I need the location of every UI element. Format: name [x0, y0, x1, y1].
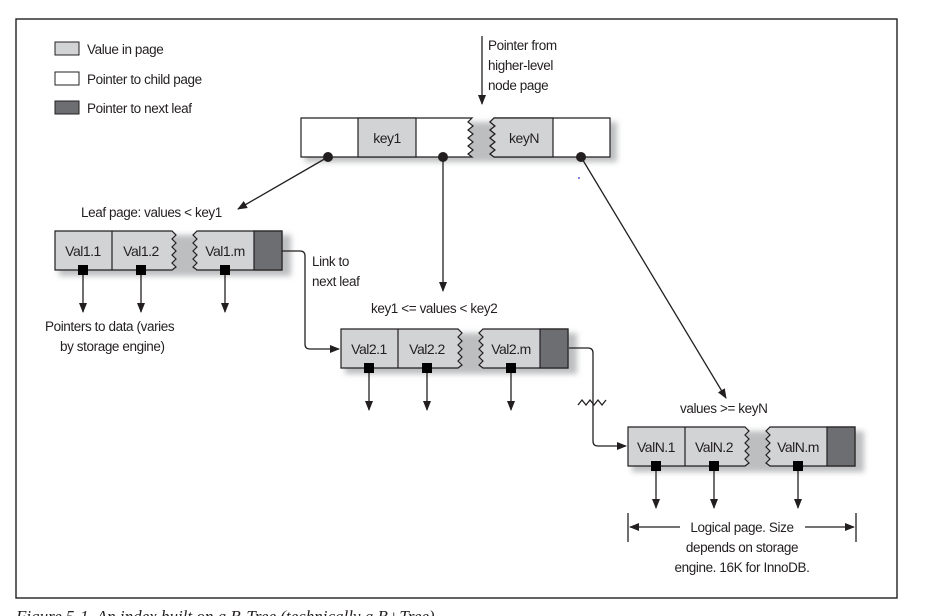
leaf-value-label: ValN.1: [637, 439, 676, 455]
root-keyN-cell: [489, 117, 554, 158]
leaf-left-segment: [627, 426, 750, 467]
pointers-note-line1: Pointers to data (varies: [45, 319, 175, 334]
value-swatch-icon: [54, 41, 80, 56]
child-pointer-arrow-1: [237, 156, 329, 210]
incoming-label-line3: node page: [488, 78, 548, 93]
leaf-value-label: Val1.1: [65, 243, 101, 259]
legend-label: Pointer to child page: [87, 72, 202, 87]
legend-item-pointer-next: Pointer to next leaf: [54, 100, 193, 116]
leaf2-label: key1 <= values < key2: [371, 301, 497, 316]
data-pointer-square-icon: [651, 461, 661, 471]
leaf-value-label: Val1.m: [205, 243, 245, 259]
legend-label: Pointer to next leaf: [87, 101, 192, 116]
data-pointer-square-icon: [364, 363, 374, 373]
next-leaf-pointer-cell: [826, 426, 856, 467]
leaf-left-segment: [340, 328, 463, 369]
leaf2-page: Val2.1 Val2.2 Val2.m: [340, 328, 577, 411]
stray-dot: [578, 177, 580, 179]
legend-item-pointer-child: Pointer to child page: [54, 71, 202, 87]
next-leaf-link-1: [282, 250, 340, 353]
incoming-label-line1: Pointer from: [488, 38, 557, 53]
logical-page-line3: engine. 16K for InnoDB.: [675, 560, 810, 575]
data-pointer-square-icon: [78, 265, 88, 275]
leaf-left-segment: [54, 230, 177, 271]
leafN-label: values >= keyN: [680, 401, 767, 416]
legend-label: Value in page: [87, 42, 163, 57]
figure-frame: [15, 18, 898, 599]
data-pointer-square-icon: [506, 363, 516, 373]
leaf-value-label: Val2.2: [409, 341, 445, 357]
leaf-value-label: ValN.2: [695, 439, 734, 455]
data-pointer-square-icon: [709, 461, 719, 471]
leaf1-page: Val1.1 Val1.2 Val1.m: [54, 230, 291, 313]
link-label-line1: Link to: [312, 254, 349, 269]
logical-page-dimension: Logical page. Size depends on storage en…: [627, 513, 857, 575]
data-pointer-square-icon: [422, 363, 432, 373]
legend-item-value: Value in page: [54, 41, 164, 57]
root-node: key1 keyN: [300, 117, 617, 162]
leaf-value-label: Val2.1: [351, 341, 387, 357]
pointers-note-line2: by storage engine): [60, 339, 165, 354]
leaf-value-label: Val2.m: [491, 341, 531, 357]
next-leaf-pointer-cell: [253, 230, 283, 271]
data-pointer-square-icon: [793, 461, 803, 471]
data-pointer-square-icon: [136, 265, 146, 275]
figure-caption: Figure 5-1. An index built on a B-Tree (…: [15, 607, 435, 616]
logical-page-line2: depends on storage: [686, 540, 798, 555]
incoming-label-line2: higher-level: [488, 58, 553, 73]
root-key1-label: key1: [373, 130, 401, 146]
leaf-value-label: ValN.m: [777, 439, 819, 455]
child-pointer-arrow-n: [580, 156, 727, 399]
break-zigzag-icon: [577, 398, 607, 407]
root-keyN-label: keyN: [509, 130, 539, 146]
link-label-line2: next leaf: [312, 274, 360, 289]
root-key1-cell: [357, 117, 417, 158]
legend: Value in page Pointer to child page Poin…: [54, 41, 202, 116]
pointer-child-swatch-icon: [54, 71, 80, 86]
pointer-next-swatch-icon: [54, 100, 80, 115]
logical-page-line1: Logical page. Size: [690, 520, 793, 535]
data-pointer-square-icon: [220, 265, 230, 275]
leafN-page: ValN.1 ValN.2 ValN.m: [627, 426, 864, 509]
next-leaf-link-2: [569, 347, 627, 450]
next-leaf-pointer-cell: [539, 328, 569, 369]
leaf-value-label: Val1.2: [123, 243, 159, 259]
leaf1-label: Leaf page: values < key1: [81, 205, 222, 220]
